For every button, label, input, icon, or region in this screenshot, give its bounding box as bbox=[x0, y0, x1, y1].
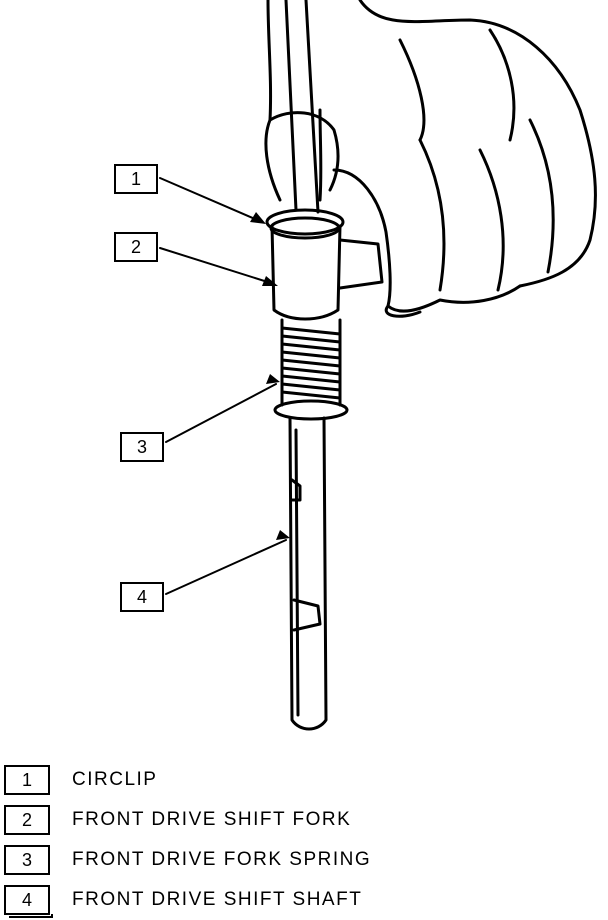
callout-2: 2 bbox=[114, 232, 161, 265]
legend: 1 CIRCLIP 2 FRONT DRIVE SHIFT FORK 3 FRO… bbox=[4, 760, 564, 920]
screwdriver bbox=[284, 0, 320, 214]
callout-1: 1 bbox=[114, 164, 161, 197]
legend-number: 4 bbox=[4, 885, 53, 918]
shift-fork bbox=[265, 208, 384, 321]
hand bbox=[264, 0, 597, 318]
callout-4: 4 bbox=[120, 582, 167, 615]
legend-item: 1 CIRCLIP bbox=[4, 760, 564, 800]
legend-label: FRONT DRIVE SHIFT FORK bbox=[72, 809, 352, 830]
legend-number: 1 bbox=[4, 765, 53, 798]
legend-item: 3 FRONT DRIVE FORK SPRING bbox=[4, 840, 564, 880]
arrow-2 bbox=[262, 276, 278, 286]
legend-number: 3 bbox=[4, 845, 53, 878]
fork-spring bbox=[273, 318, 349, 421]
legend-number: 2 bbox=[4, 805, 53, 838]
legend-label: FRONT DRIVE SHIFT SHAFT bbox=[72, 889, 363, 910]
legend-item: 4 FRONT DRIVE SHIFT SHAFT bbox=[4, 880, 564, 920]
arrow-3 bbox=[266, 374, 280, 384]
legend-item: 2 FRONT DRIVE SHIFT FORK bbox=[4, 800, 564, 840]
shift-shaft bbox=[288, 416, 328, 731]
leader-lines bbox=[159, 177, 287, 595]
legend-label: CIRCLIP bbox=[72, 769, 158, 790]
callout-3: 3 bbox=[120, 432, 167, 465]
arrow-1 bbox=[250, 212, 266, 224]
legend-label: FRONT DRIVE FORK SPRING bbox=[72, 849, 372, 870]
arrow-4 bbox=[276, 530, 290, 540]
